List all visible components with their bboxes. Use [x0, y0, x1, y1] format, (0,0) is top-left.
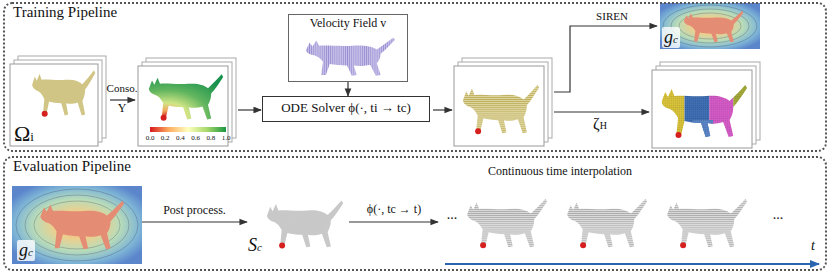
- cat-mesh: [267, 201, 343, 248]
- keypoint: [676, 132, 682, 138]
- label: SIREN: [596, 10, 628, 23]
- label: ϕ(·, tc → t): [367, 203, 421, 217]
- connector: [142, 221, 247, 222]
- node-text: Velocity Field v: [289, 17, 407, 31]
- node-text: Sc: [248, 235, 262, 256]
- cat-shape: [684, 11, 744, 42]
- node-text: Evaluation Pipeline: [13, 158, 131, 175]
- point-cloud-stack: [10, 56, 106, 146]
- node-text: gc: [662, 27, 680, 48]
- frame: [652, 70, 752, 148]
- cat-mesh: [567, 199, 647, 248]
- mesh: [267, 201, 343, 249]
- point-cloud-stack: [454, 58, 552, 146]
- arrow: [110, 99, 135, 100]
- frame: [10, 64, 98, 146]
- connector: [347, 82, 348, 96]
- frame: [454, 66, 544, 146]
- cat-point-cloud: [32, 70, 95, 115]
- keypoint: [680, 242, 686, 248]
- frame: [138, 66, 228, 146]
- cat-point-cloud: [463, 85, 539, 134]
- label: Υ: [118, 102, 127, 116]
- contour: [671, 9, 749, 43]
- process-box: ODE Solver ϕ(·, ti → tc): [262, 96, 430, 122]
- arrow: [554, 111, 649, 112]
- arrow: [554, 26, 657, 92]
- contour: [25, 195, 129, 255]
- keypoint: [161, 115, 167, 121]
- node-text: ODE Solver ϕ(·, ti → tc): [263, 101, 429, 116]
- label: Continuous time interpolation: [488, 165, 632, 179]
- keypoint: [42, 111, 48, 117]
- keypoint: [480, 242, 486, 248]
- cat-mesh: [667, 199, 747, 248]
- label: 0.4: [176, 134, 185, 142]
- contour: [663, 5, 757, 47]
- label: ζH: [593, 115, 607, 133]
- time-axis: [445, 263, 819, 265]
- confidence-stack: [138, 58, 236, 146]
- point-cloud-stack: Ωi: [8, 56, 108, 148]
- cat-mesh: [467, 199, 547, 248]
- colorbar: [150, 127, 226, 132]
- sdf-field: [660, 3, 760, 49]
- cat-segmentation: [656, 80, 748, 140]
- label: 0.0: [146, 134, 155, 142]
- mesh-sequence: [467, 199, 747, 249]
- node-text: Training Pipeline: [13, 4, 117, 21]
- cat-confidence: [149, 74, 223, 119]
- contour: [16, 189, 138, 261]
- label: 0.6: [191, 134, 200, 142]
- cat-shape: [40, 201, 124, 250]
- label: 1.0: [222, 134, 231, 142]
- arrow: [349, 221, 438, 222]
- mesh: Sc: [247, 188, 345, 256]
- keypoint: [279, 243, 285, 249]
- node-text: gc: [17, 240, 35, 261]
- label: ...: [773, 207, 784, 223]
- cat-texture: [149, 74, 223, 119]
- sdf-image: gc: [660, 3, 760, 49]
- node-text: Ωi: [14, 121, 34, 146]
- arrow: [238, 109, 261, 110]
- velocity-cloud: [306, 38, 395, 76]
- edge-label: Post process.: [161, 204, 228, 218]
- label: ...: [447, 207, 458, 223]
- sdf-field: [12, 186, 142, 264]
- keypoint: [475, 128, 481, 134]
- arrow: [433, 109, 452, 110]
- velocity-field-box: Velocity Field v: [288, 14, 408, 82]
- segmentation-stack: [652, 62, 760, 148]
- label: t: [811, 238, 815, 254]
- sdf-image: [12, 186, 142, 264]
- label: 0.2: [161, 134, 170, 142]
- sdf-image: [660, 3, 760, 49]
- label: Conso.: [107, 82, 138, 95]
- keypoint: [580, 242, 586, 248]
- pipeline-panel: Training PipelineΩi Velocity Field v ODE S…: [3, 2, 827, 152]
- sdf-image: gc: [12, 186, 142, 264]
- label: 0.8: [206, 134, 215, 142]
